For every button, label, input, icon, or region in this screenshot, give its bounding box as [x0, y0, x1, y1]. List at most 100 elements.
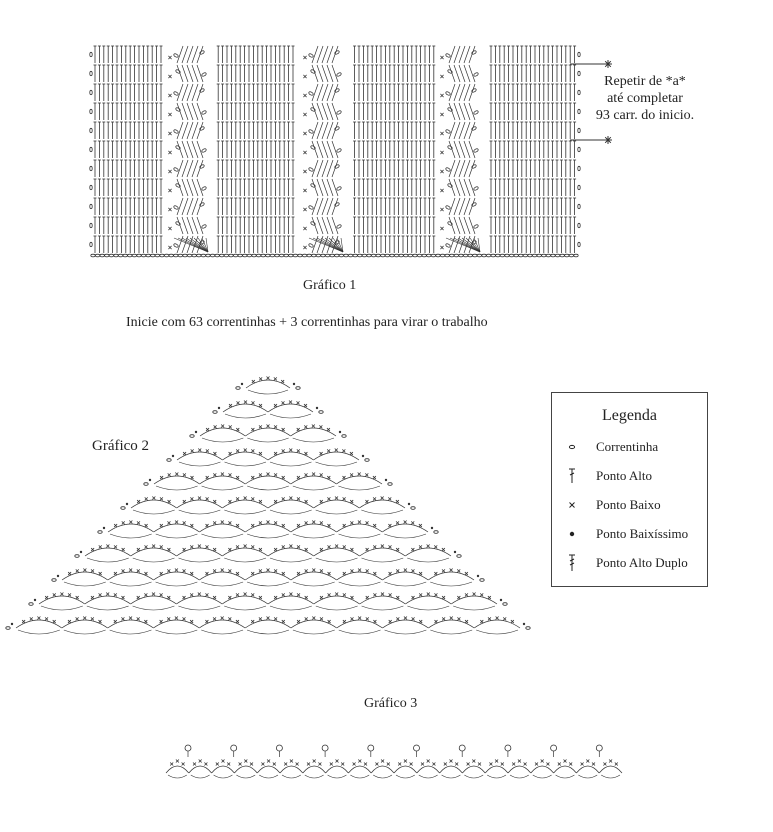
- fan-stitch: [463, 121, 471, 140]
- chain-stitch: [410, 506, 416, 510]
- single-crochet-stitch: [464, 593, 469, 597]
- chain-stitch: [89, 222, 93, 229]
- chain-stitch: [527, 253, 533, 258]
- chain-stitch: [223, 253, 229, 258]
- single-crochet-stitch: [440, 226, 444, 231]
- fan-stitch: [176, 178, 184, 197]
- asterisk-icon: [607, 60, 612, 65]
- chain-loop: [155, 533, 198, 539]
- single-crochet-stitch: [121, 547, 125, 552]
- single-crochet-stitch: [466, 762, 470, 766]
- chain-stitch: [164, 253, 170, 258]
- single-crochet-stitch: [167, 499, 171, 504]
- single-crochet-stitch: [395, 595, 400, 600]
- single-crochet-stitch: [251, 401, 255, 405]
- single-crochet-stitch: [113, 523, 118, 528]
- single-crochet-stitch: [433, 545, 438, 549]
- chain-loop: [109, 581, 152, 587]
- single-crochet-stitch: [205, 545, 209, 549]
- single-crochet-stitch: [168, 207, 172, 212]
- single-crochet-stitch: [258, 377, 263, 381]
- single-crochet-stitch: [175, 472, 179, 476]
- chain-stitch: [104, 253, 110, 258]
- single-crochet-stitch: [388, 593, 392, 597]
- chain-stitch: [187, 253, 193, 258]
- chain-arch: [336, 523, 383, 533]
- fan-stitch: [316, 83, 324, 102]
- single-crochet-stitch: [357, 472, 361, 476]
- chain-loop: [178, 461, 221, 467]
- fan-stitch: [196, 216, 204, 235]
- single-crochet-stitch: [235, 593, 240, 597]
- single-crochet-stitch: [273, 377, 278, 381]
- fan-stitch: [176, 140, 184, 159]
- chain-loop: [384, 533, 427, 539]
- chain-loop: [361, 605, 404, 611]
- chain-arch: [188, 765, 212, 774]
- fan-stitch: [321, 235, 329, 254]
- chain-stitch: [412, 253, 418, 258]
- chain-loop: [453, 605, 496, 611]
- single-crochet-stitch: [352, 762, 356, 766]
- chain-loop: [132, 605, 175, 611]
- base-fan-stitch: [316, 237, 344, 253]
- chain-stitch: [205, 253, 211, 258]
- slip-stitch: [292, 382, 296, 386]
- fan-stitch: [186, 45, 194, 64]
- chain-stitch: [315, 253, 321, 258]
- picot-stitch: [458, 744, 466, 752]
- single-crochet-stitch: [261, 762, 265, 766]
- single-crochet-stitch: [75, 617, 79, 621]
- chain-stitch: [212, 410, 218, 414]
- single-crochet-stitch: [190, 449, 194, 453]
- chain-stitch: [336, 148, 342, 153]
- single-crochet-stitch: [258, 521, 263, 525]
- single-crochet-stitch: [281, 545, 286, 549]
- chain-stitch: [458, 253, 464, 258]
- fan-stitch: [463, 64, 471, 83]
- chain-loop: [132, 557, 175, 563]
- single-crochet-stitch: [342, 545, 347, 549]
- single-crochet-stitch: [411, 547, 415, 552]
- single-crochet-stitch: [273, 617, 278, 621]
- single-crochet-stitch: [296, 497, 301, 501]
- chain-stitch: [320, 253, 326, 258]
- chain-stitch: [141, 253, 147, 258]
- single-crochet-stitch: [288, 400, 293, 404]
- single-crochet-stitch: [557, 762, 562, 766]
- chain-stitch: [89, 108, 93, 115]
- single-crochet-stitch: [327, 593, 331, 597]
- single-crochet-stitch: [159, 497, 164, 501]
- chart3-caption: Gráfico 3: [364, 696, 418, 711]
- chain-loop: [601, 774, 621, 779]
- single-crochet-stitch: [454, 762, 459, 766]
- chain-loop: [63, 629, 106, 635]
- chain-stitch: [175, 145, 181, 150]
- fan-stitch: [191, 83, 199, 102]
- slip-stitch: [338, 430, 342, 434]
- single-crochet-stitch: [327, 475, 331, 480]
- chain-arch: [130, 499, 177, 509]
- slip-stitch: [194, 430, 198, 434]
- single-crochet-stitch: [441, 595, 446, 600]
- chain-stitch: [166, 458, 172, 462]
- asterisk-icon: [604, 63, 609, 68]
- chain-stitch: [310, 107, 316, 112]
- single-crochet-stitch: [228, 617, 232, 621]
- single-crochet-stitch: [235, 475, 240, 480]
- single-crochet-stitch: [144, 545, 148, 549]
- single-crochet-stitch: [296, 593, 301, 597]
- single-crochet-stitch: [235, 619, 240, 624]
- fan-stitch: [176, 102, 184, 121]
- single-crochet-stitch: [273, 473, 278, 477]
- chain-stitch: [308, 91, 314, 96]
- chain-arch: [165, 765, 190, 774]
- single-crochet-stitch: [236, 401, 240, 405]
- chain-stitch: [439, 253, 446, 258]
- single-crochet-stitch: [258, 451, 263, 456]
- fan-stitch: [448, 45, 456, 64]
- chain-stitch: [89, 51, 93, 58]
- chain-loop: [441, 774, 461, 779]
- chain-loop: [247, 389, 289, 395]
- legend-label-slip-stitch: Ponto Baixíssimo: [596, 526, 689, 541]
